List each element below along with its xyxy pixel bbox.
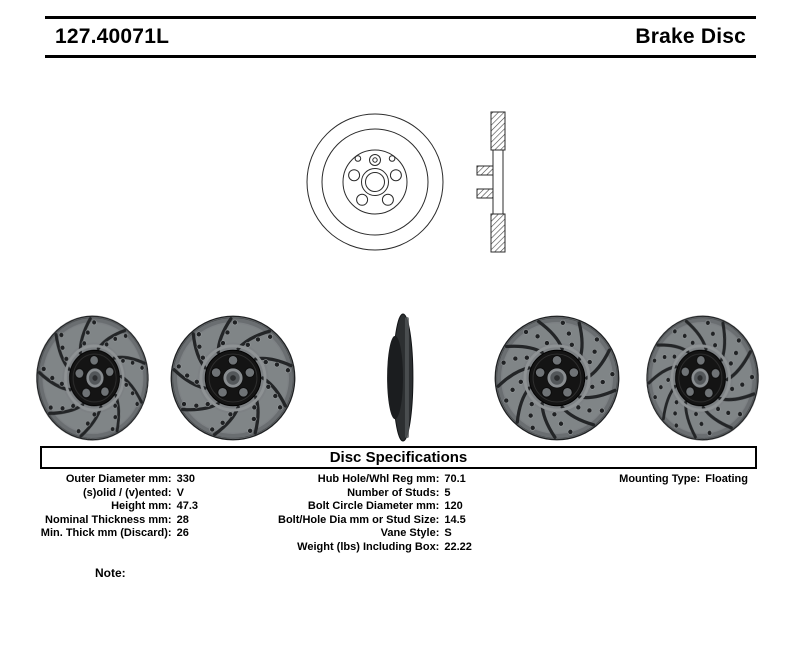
brake-disc-front-drawing	[306, 113, 444, 251]
spec-label: Number of Studs:	[347, 486, 440, 499]
spec-value: 70.1	[444, 473, 466, 485]
rotor-photo-edge	[365, 311, 435, 445]
spec-value: 28	[176, 513, 189, 526]
spec-value: Floating	[705, 473, 748, 485]
spec-label: Hub Hole/Whl Reg mm:	[317, 473, 440, 485]
spec-column-middle: Hub Hole/Whl Reg mm: 70.1 Number of Stud…	[278, 473, 472, 555]
rotor-photo-front-a	[166, 311, 300, 445]
disc-specifications-title: Disc Specifications	[329, 449, 468, 466]
rotor-front-image	[170, 315, 296, 441]
rotor-angled-right-image	[640, 311, 767, 452]
spec-label: Outer Diameter mm:	[65, 473, 172, 485]
spec-label: Height mm:	[111, 500, 172, 513]
brake-disc-cross-section-drawing	[476, 111, 506, 253]
spec-value: 47.3	[176, 500, 198, 513]
spec-value: V	[176, 486, 184, 499]
spec-value: 120	[444, 500, 463, 513]
spec-label: Bolt/Hole Dia mm or Stud Size:	[278, 513, 440, 526]
disc-specifications-box: Disc Specifications	[40, 446, 757, 469]
rotor-angled-left-image	[28, 311, 155, 452]
rotor-photo-angled-left	[28, 311, 162, 445]
header-bar: 127.40071L Brake Disc	[45, 16, 756, 58]
rotor-photo-angled-right	[633, 311, 767, 445]
spec-value: 26	[176, 527, 189, 540]
spec-label: Vane Style:	[380, 527, 440, 540]
spec-label: Weight (lbs) Including Box:	[297, 540, 440, 553]
spec-label: Mounting Type:	[619, 473, 701, 485]
rotor-edge-image	[387, 313, 414, 442]
spec-column-left: Outer Diameter mm: 330 (s)olid / (v)ente…	[40, 473, 198, 541]
product-name: Brake Disc	[635, 25, 746, 48]
spec-label: Nominal Thickness mm:	[45, 513, 172, 526]
rotor-front-image-2	[494, 315, 620, 441]
note-label: Note:	[95, 566, 126, 580]
spec-value: 5	[444, 486, 451, 499]
spec-label: Bolt Circle Diameter mm:	[307, 500, 440, 513]
spec-value: 14.5	[444, 513, 466, 526]
spec-value: S	[444, 527, 452, 540]
spec-label: Min. Thick mm (Discard):	[40, 527, 172, 540]
spec-value: 22.22	[444, 540, 472, 553]
part-number: 127.40071L	[55, 25, 170, 48]
spec-column-right: Mounting Type: Floating	[548, 473, 748, 487]
spec-label: (s)olid / (v)ented:	[82, 486, 172, 499]
spec-value: 330	[176, 473, 195, 485]
rotor-photo-front-b	[490, 311, 624, 445]
